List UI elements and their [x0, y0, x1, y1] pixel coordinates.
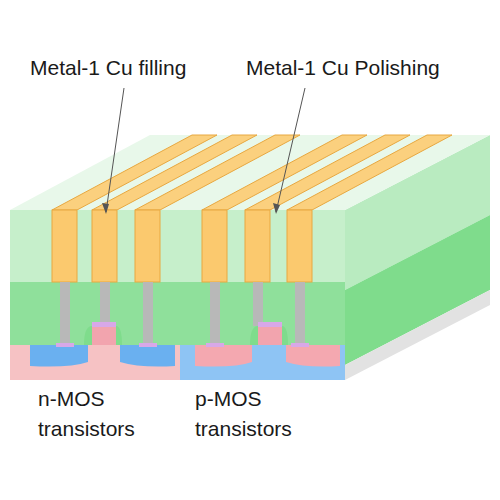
- leader-line: [106, 88, 124, 212]
- front-dielectric-lower: [10, 282, 345, 380]
- n-source: [30, 345, 88, 367]
- spacer: [84, 326, 92, 345]
- silicide: [92, 322, 116, 327]
- n-drain: [120, 345, 175, 367]
- text-label: p-MOS transistors: [195, 384, 325, 444]
- text-label: Metal-1 Cu Polishing: [246, 53, 486, 83]
- spacer: [282, 326, 288, 345]
- leader-arrowhead: [102, 203, 109, 214]
- silicide: [56, 343, 74, 347]
- p-gate: [258, 326, 282, 345]
- side-face-base: [345, 290, 490, 380]
- contacts: [60, 282, 305, 348]
- silicide: [139, 343, 157, 347]
- leader-arrowhead: [273, 203, 280, 214]
- silicide: [206, 343, 224, 347]
- p-drain: [286, 345, 340, 367]
- cu-lines: [52, 210, 312, 282]
- top-face: [10, 135, 490, 210]
- spacer: [116, 326, 122, 345]
- spacer: [250, 326, 258, 345]
- n-well: [180, 345, 345, 380]
- front-dielectric-upper: [10, 210, 345, 282]
- p-substrate: [10, 345, 180, 380]
- silicide: [291, 343, 309, 347]
- leader-line: [276, 88, 305, 212]
- silicide: [258, 322, 282, 327]
- n-gate: [92, 326, 116, 345]
- text-label: n-MOS transistors: [38, 384, 168, 444]
- text-label: Metal-1 Cu filling: [30, 53, 240, 83]
- p-source: [195, 345, 252, 367]
